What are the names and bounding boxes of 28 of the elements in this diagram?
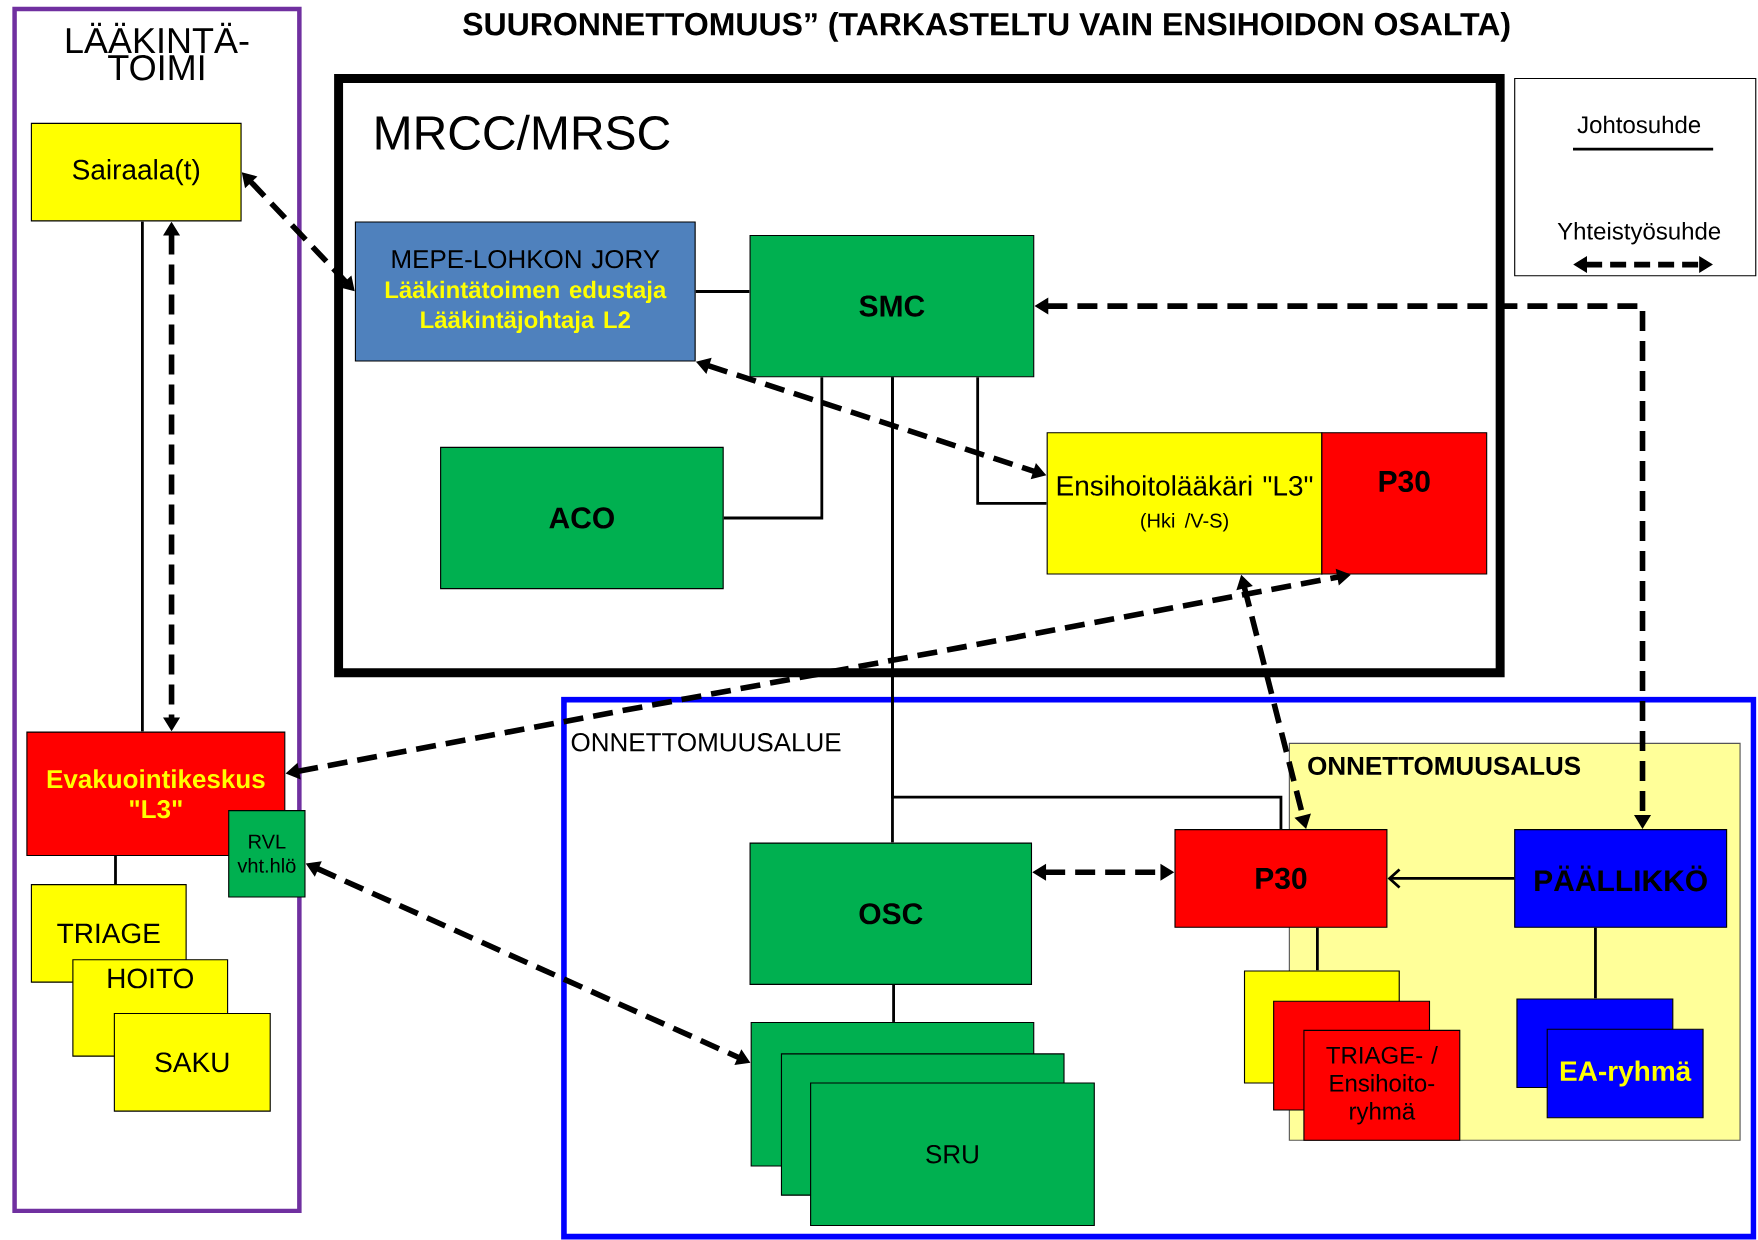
box-stack: SRU — [750, 1021, 1095, 1226]
connector-line — [891, 377, 1283, 830]
box-stack: TRIAGE- / Ensihoito- ryhmä — [1243, 970, 1461, 1141]
process-box: RVL vht.hlö — [228, 810, 306, 898]
connector-line — [1594, 927, 1597, 999]
connector-line — [141, 221, 144, 732]
connector-line — [892, 984, 895, 1022]
process-box: SAKU — [113, 1013, 271, 1112]
title: SUURONNETTOMUUS” (TARKASTELTU VAIN ENSIHOIDON OSALTA) — [463, 12, 1510, 42]
process-box: SMC — [749, 234, 1035, 378]
process-box: Sairaala(t) — [30, 122, 242, 222]
node-label: ryhmä — [1350, 1102, 1416, 1125]
connector-line — [1316, 927, 1319, 971]
connector-line — [1387, 868, 1515, 889]
process-box: PÄÄLLIKKÖ — [1514, 829, 1728, 928]
process-box: Ensihoitolääkäri "L3" (Hki /V-S) — [1046, 432, 1323, 575]
legend-label: Johtosuhde — [1577, 115, 1701, 134]
legend-label: Yhteistyösuhde — [1557, 222, 1721, 245]
process-box: ACO — [440, 446, 724, 590]
connector-line — [976, 377, 1047, 505]
connector-line — [114, 856, 117, 885]
process-box: P30 — [1321, 432, 1488, 575]
process-box: MEPE-LOHKON JORY Lääkintätoimen edustaja Lääkintäjohtaja L2 — [354, 221, 696, 362]
connector-line — [723, 377, 824, 520]
connector-line — [695, 290, 750, 293]
process-box: OSC — [749, 842, 1033, 985]
box-stack: EA-ryhmä — [1516, 998, 1704, 1119]
process-box: P30 — [1174, 829, 1388, 928]
